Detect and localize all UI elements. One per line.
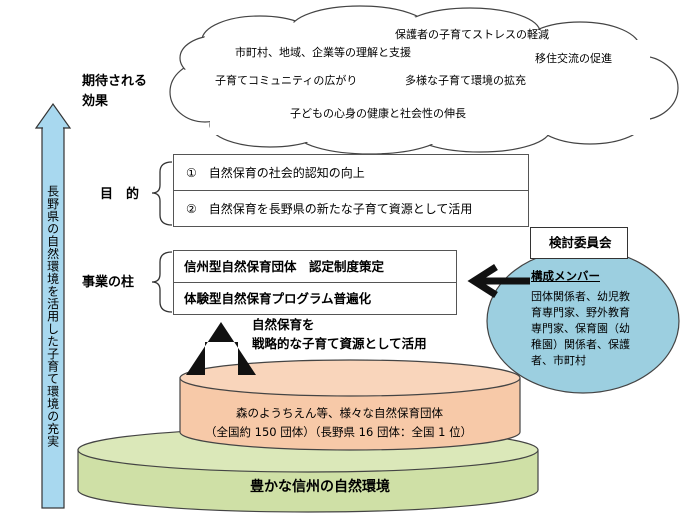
committee-members-line-2: 育専門家、野外教育 <box>531 306 630 319</box>
purpose-item-1-text: ① 自然保育の社会的認知の向上 <box>186 166 365 180</box>
strategy-line-2: 戦略的な子育て資源として活用 <box>252 336 427 351</box>
effect-environment: 多様な子育て環境の拡充 <box>405 74 526 87</box>
committee-members-heading: 構成メンバー <box>531 269 600 283</box>
strategy-line-1: 自然保育を <box>252 317 315 332</box>
effects-label-2: 効果 <box>82 94 109 109</box>
groups-line-2: （全国約 150 団体）（長野県 16 団体：全国 1 位） <box>205 425 473 439</box>
effects-label: 期待される <box>82 74 148 89</box>
purpose-label: 目 的 <box>100 187 140 202</box>
pillar-item-1-text: 信州型自然保育団体 認定制度策定 <box>184 259 385 274</box>
committee-members-line-4: 稚園）関係者、保護 <box>531 338 630 351</box>
effect-health: 子どもの心身の健康と社会性の伸長 <box>290 107 466 120</box>
pillars-label: 事業の柱 <box>82 275 135 290</box>
effect-community: 子育てコミュニティの広がり <box>215 74 358 87</box>
groups-cylinder <box>179 359 521 451</box>
purpose-item-1: ① 自然保育の社会的認知の向上 <box>173 154 529 191</box>
effect-stress: 保護者の子育てストレスの軽減 <box>395 28 549 41</box>
base-text: 豊かな信州の自然環境 <box>250 479 390 495</box>
committee-title: 検討委員会 <box>549 235 612 250</box>
committee-members-line-1: 団体関係者、幼児教 <box>531 290 630 303</box>
pillars-brace <box>151 251 173 313</box>
strategy-up-arrow <box>186 322 256 375</box>
side-arrow-text: 長野県の自然環境を活用した子育て環境の充実 <box>45 185 60 448</box>
purpose-brace <box>151 161 173 226</box>
committee-title-box: 検討委員会 <box>530 227 628 259</box>
pillar-item-2: 体験型自然保育プログラム普遍化 <box>173 282 457 315</box>
groups-line-1: 森のようちえん等、様々な自然保育団体 <box>236 406 443 420</box>
effect-support: 市町村、地域、企業等の理解と支援 <box>235 46 411 59</box>
purpose-item-2: ② 自然保育を長野県の新たな子育て資源として活用 <box>173 190 529 227</box>
committee-members-line-5: 者、市町村 <box>531 354 586 367</box>
pillar-item-1: 信州型自然保育団体 認定制度策定 <box>173 250 457 283</box>
committee-members-line-3: 専門家、保育園（幼 <box>531 322 630 335</box>
side-up-arrow <box>34 102 72 509</box>
pillar-item-2-text: 体験型自然保育プログラム普遍化 <box>184 291 372 306</box>
committee-to-pillars-arrow <box>467 264 530 298</box>
effect-migration: 移住交流の促進 <box>535 52 612 65</box>
purpose-item-2-text: ② 自然保育を長野県の新たな子育て資源として活用 <box>186 202 473 216</box>
